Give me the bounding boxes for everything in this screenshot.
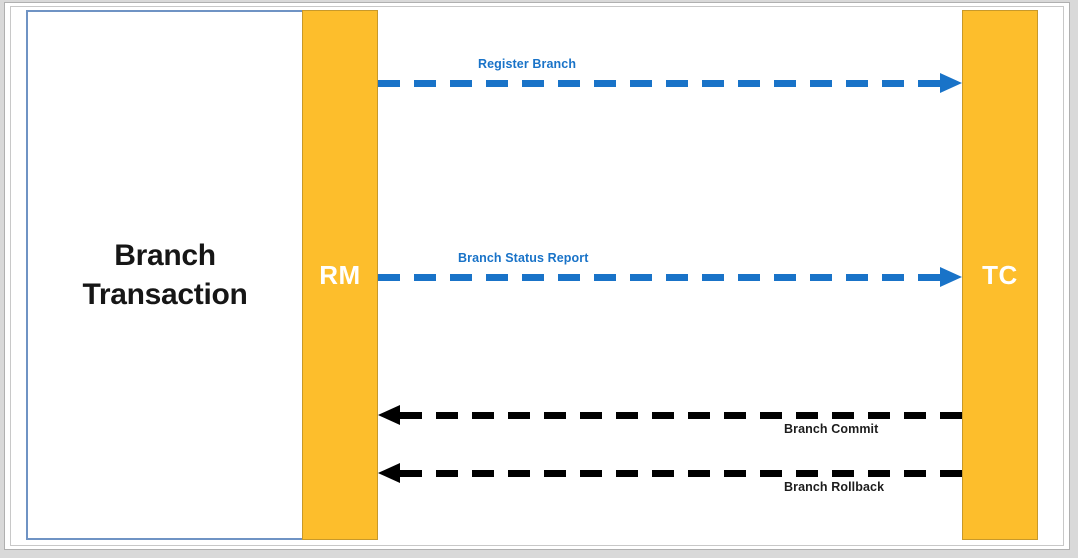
- arrow-head-left-icon: [378, 405, 400, 425]
- branch-transaction-box[interactable]: Branch Transaction: [26, 10, 304, 540]
- lifeline-rm[interactable]: RM: [302, 10, 378, 540]
- arrow-head-right-icon: [940, 73, 962, 93]
- message-label-branch-commit: Branch Commit: [784, 422, 879, 436]
- lifeline-tc-label: TC: [982, 259, 1018, 290]
- message-label-branch-status-report: Branch Status Report: [458, 251, 589, 265]
- lifeline-rm-label: RM: [319, 259, 361, 290]
- message-line-branch-rollback: [400, 470, 962, 477]
- message-label-register-branch: Register Branch: [478, 57, 577, 71]
- message-line-register-branch: [378, 80, 940, 87]
- branch-transaction-label: Branch Transaction: [82, 239, 248, 311]
- arrow-head-right-icon: [940, 267, 962, 287]
- lifeline-tc[interactable]: TC: [962, 10, 1038, 540]
- arrow-head-left-icon: [378, 463, 400, 483]
- message-line-branch-status-report: [378, 274, 940, 281]
- message-line-branch-commit: [400, 412, 962, 419]
- message-label-branch-rollback: Branch Rollback: [784, 480, 885, 494]
